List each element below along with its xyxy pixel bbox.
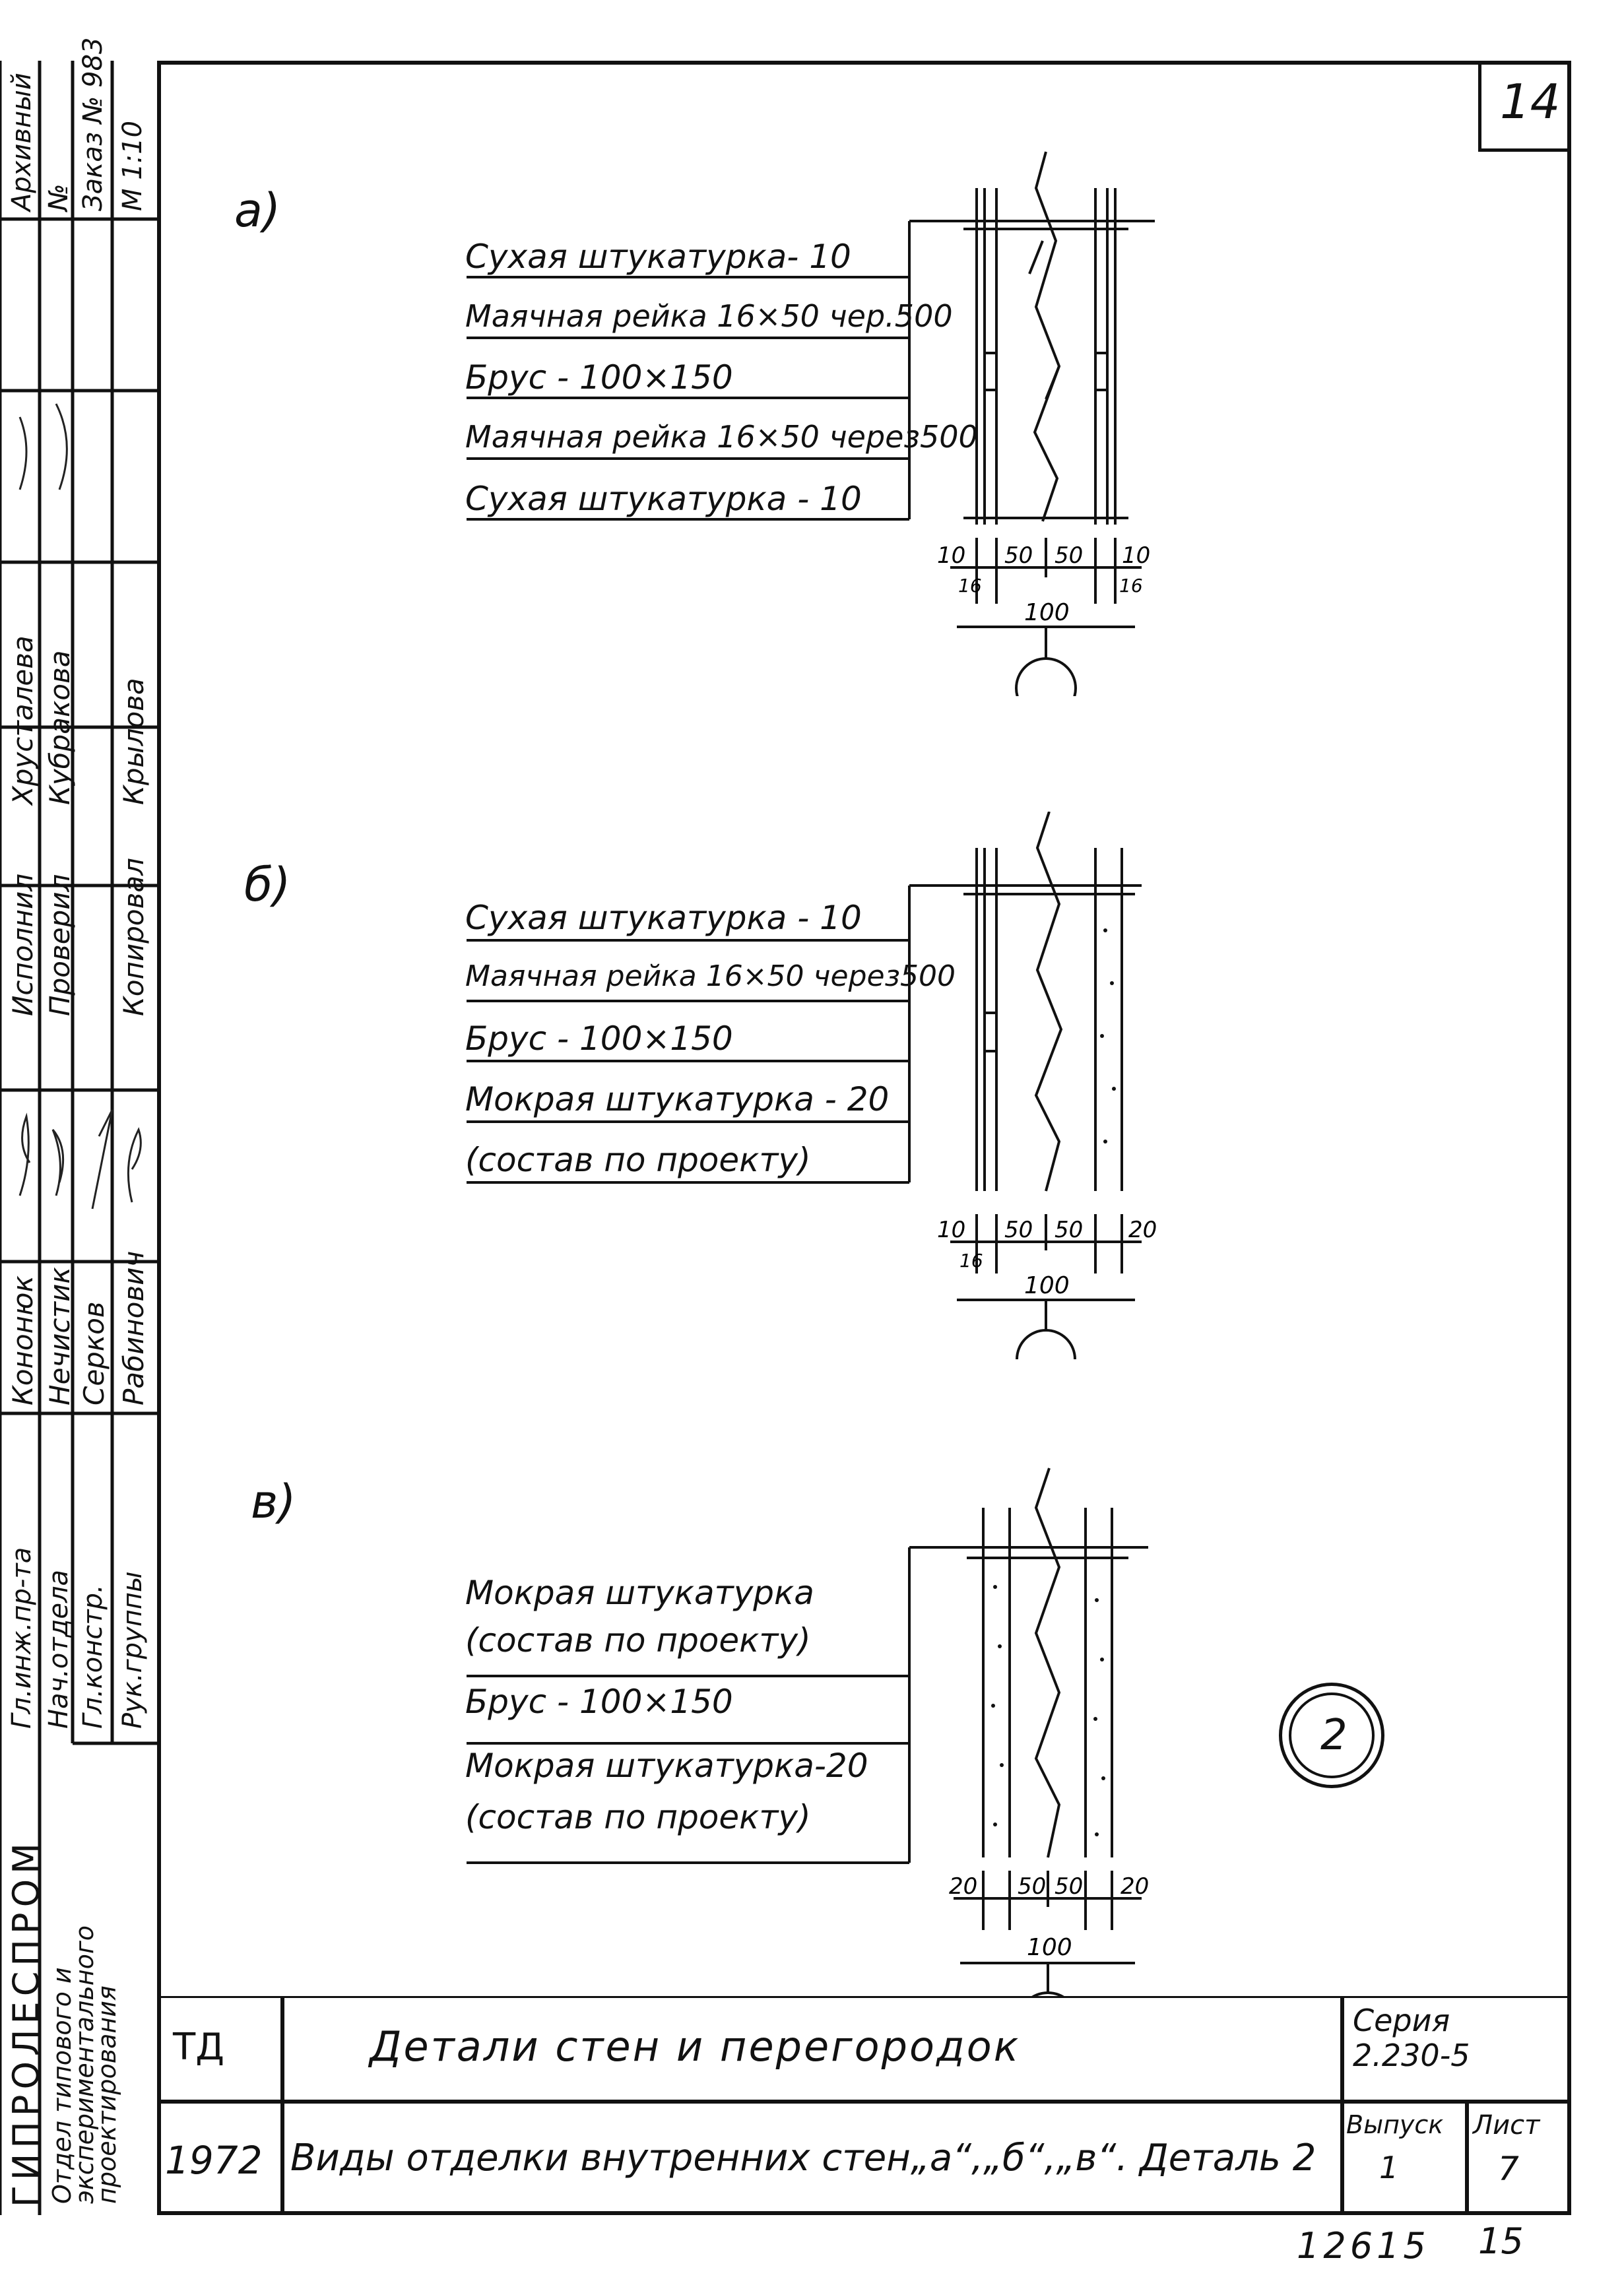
dim-label: 20 [1121,1873,1149,1900]
layer-label: Мокрая штукатурка-20 [465,1747,868,1785]
stamp-dept-line-3: проектирования [92,1985,121,2204]
issue-value: 1 [1379,2150,1399,2185]
detail-number: 2 [1320,1711,1348,1760]
stamp-name-1: Кононюк [7,1275,39,1405]
stamp-role2-1: Исполнил [7,873,39,1016]
dim-label: 100 [1024,599,1070,626]
sheet-number: 14 [1500,74,1561,129]
drawing-frame [157,61,1571,2215]
side-stamp [0,61,157,2215]
detail-b-drawing: 10 50 50 20 16 100 [467,812,1157,1359]
layer-label: Брус - 100×150 [465,358,733,397]
stamp-name2-2: Кубракова [44,650,76,805]
drawing-title: Детали стен и перегородок [370,2022,1021,2071]
dim-label: 50 [1018,1873,1046,1900]
stamp-name2-1: Хрусталева [7,635,39,805]
layer-label: Маячная рейка 16×50 через500 [465,419,978,455]
title-year: 1972 [165,2138,263,2183]
stamp-archive-4: М 1:10 [117,120,148,211]
stamp-org: ГИПРОЛЕСПРОМ [5,1838,47,2207]
layer-label: Сухая штукатурка - 10 [465,899,862,937]
dim-label: 20 [949,1873,977,1900]
stamp-archive-1: Архивный [7,73,37,211]
stamp-role2-4: Копировал [117,858,150,1016]
detail-a-drawing: 10 50 50 10 16 16 100 [467,151,1155,696]
detail-v-mark: в) [251,1475,296,1529]
stamp-role-2: Нач.отдела [44,1569,74,1729]
stamp-name-3: Серков [78,1301,110,1405]
detail-a-mark: а) [234,183,281,238]
title-code: ТД [173,2026,224,2069]
page-number: 15 [1478,2220,1524,2262]
dim-label: 50 [1004,542,1033,569]
layer-label: (состав по проекту) [465,1621,811,1660]
series-value: 2.230-5 [1353,2038,1470,2073]
stamp-role-1: Гл.инж.пр-та [7,1547,37,1729]
layer-label: (состав по проекту) [465,1798,811,1836]
dim-label: 10 [937,1217,965,1243]
sheet-label: Лист [1473,2110,1540,2141]
dim-label: 50 [1004,1217,1033,1243]
dim-label: 16 [1119,575,1143,596]
layer-label: Брус - 100×150 [465,1019,733,1058]
stamp-archive-2: № [44,183,74,211]
dim-label: 16 [959,1250,983,1272]
stamp-name-2: Нечистик [44,1267,76,1405]
layer-label: Маячная рейка 16×50 через500 [465,959,956,993]
sheet-number-box: 14 [1478,61,1571,152]
dim-label: 16 [958,575,982,596]
dim-label: 100 [1027,1934,1072,1961]
issue-label: Выпуск [1346,2110,1444,2139]
layer-label: Мокрая штукатурка [465,1574,814,1612]
layer-label: Сухая штукатурка- 10 [465,238,851,276]
dim-label: 10 [1122,542,1150,569]
detail-number-circle: 2 [1279,1683,1384,1788]
layer-label: Сухая штукатурка - 10 [465,480,862,518]
dim-label: 20 [1128,1217,1157,1243]
series-label: Серия [1353,2003,1450,2038]
stamp-name-4: Рабинович [117,1250,150,1405]
dim-label: 50 [1055,1217,1083,1243]
stamp-role2-2: Проверил [44,874,76,1016]
detail-v-drawing: 20 50 50 20 100 [467,1467,1149,1996]
stamp-role-4: Рук.группы [117,1571,148,1729]
layer-label: Мокрая штукатурка - 20 [465,1080,890,1118]
layer-label: Брус - 100×150 [465,1683,733,1721]
stamp-archive-3: Заказ № 983 [78,37,108,211]
dim-label: 10 [937,542,965,569]
stamp-name2-4: Крылова [117,678,150,805]
title-block-lines [157,1996,1571,2215]
sheet-value: 7 [1498,2150,1519,2188]
stamp-role-3: Гл.констр. [78,1584,108,1729]
dim-label: 50 [1055,542,1083,569]
drawing-subtitle: Виды отделки внутренних стен„а“,„б“,„в“.… [290,2137,1316,2179]
archive-number: 12615 [1297,2225,1430,2267]
layer-label: Маячная рейка 16×50 чер.500 [465,298,953,334]
dim-label: 100 [1024,1272,1070,1299]
dim-label: 50 [1055,1873,1083,1900]
detail-b-mark: б) [244,858,291,912]
layer-label: (состав по проекту) [465,1141,811,1179]
